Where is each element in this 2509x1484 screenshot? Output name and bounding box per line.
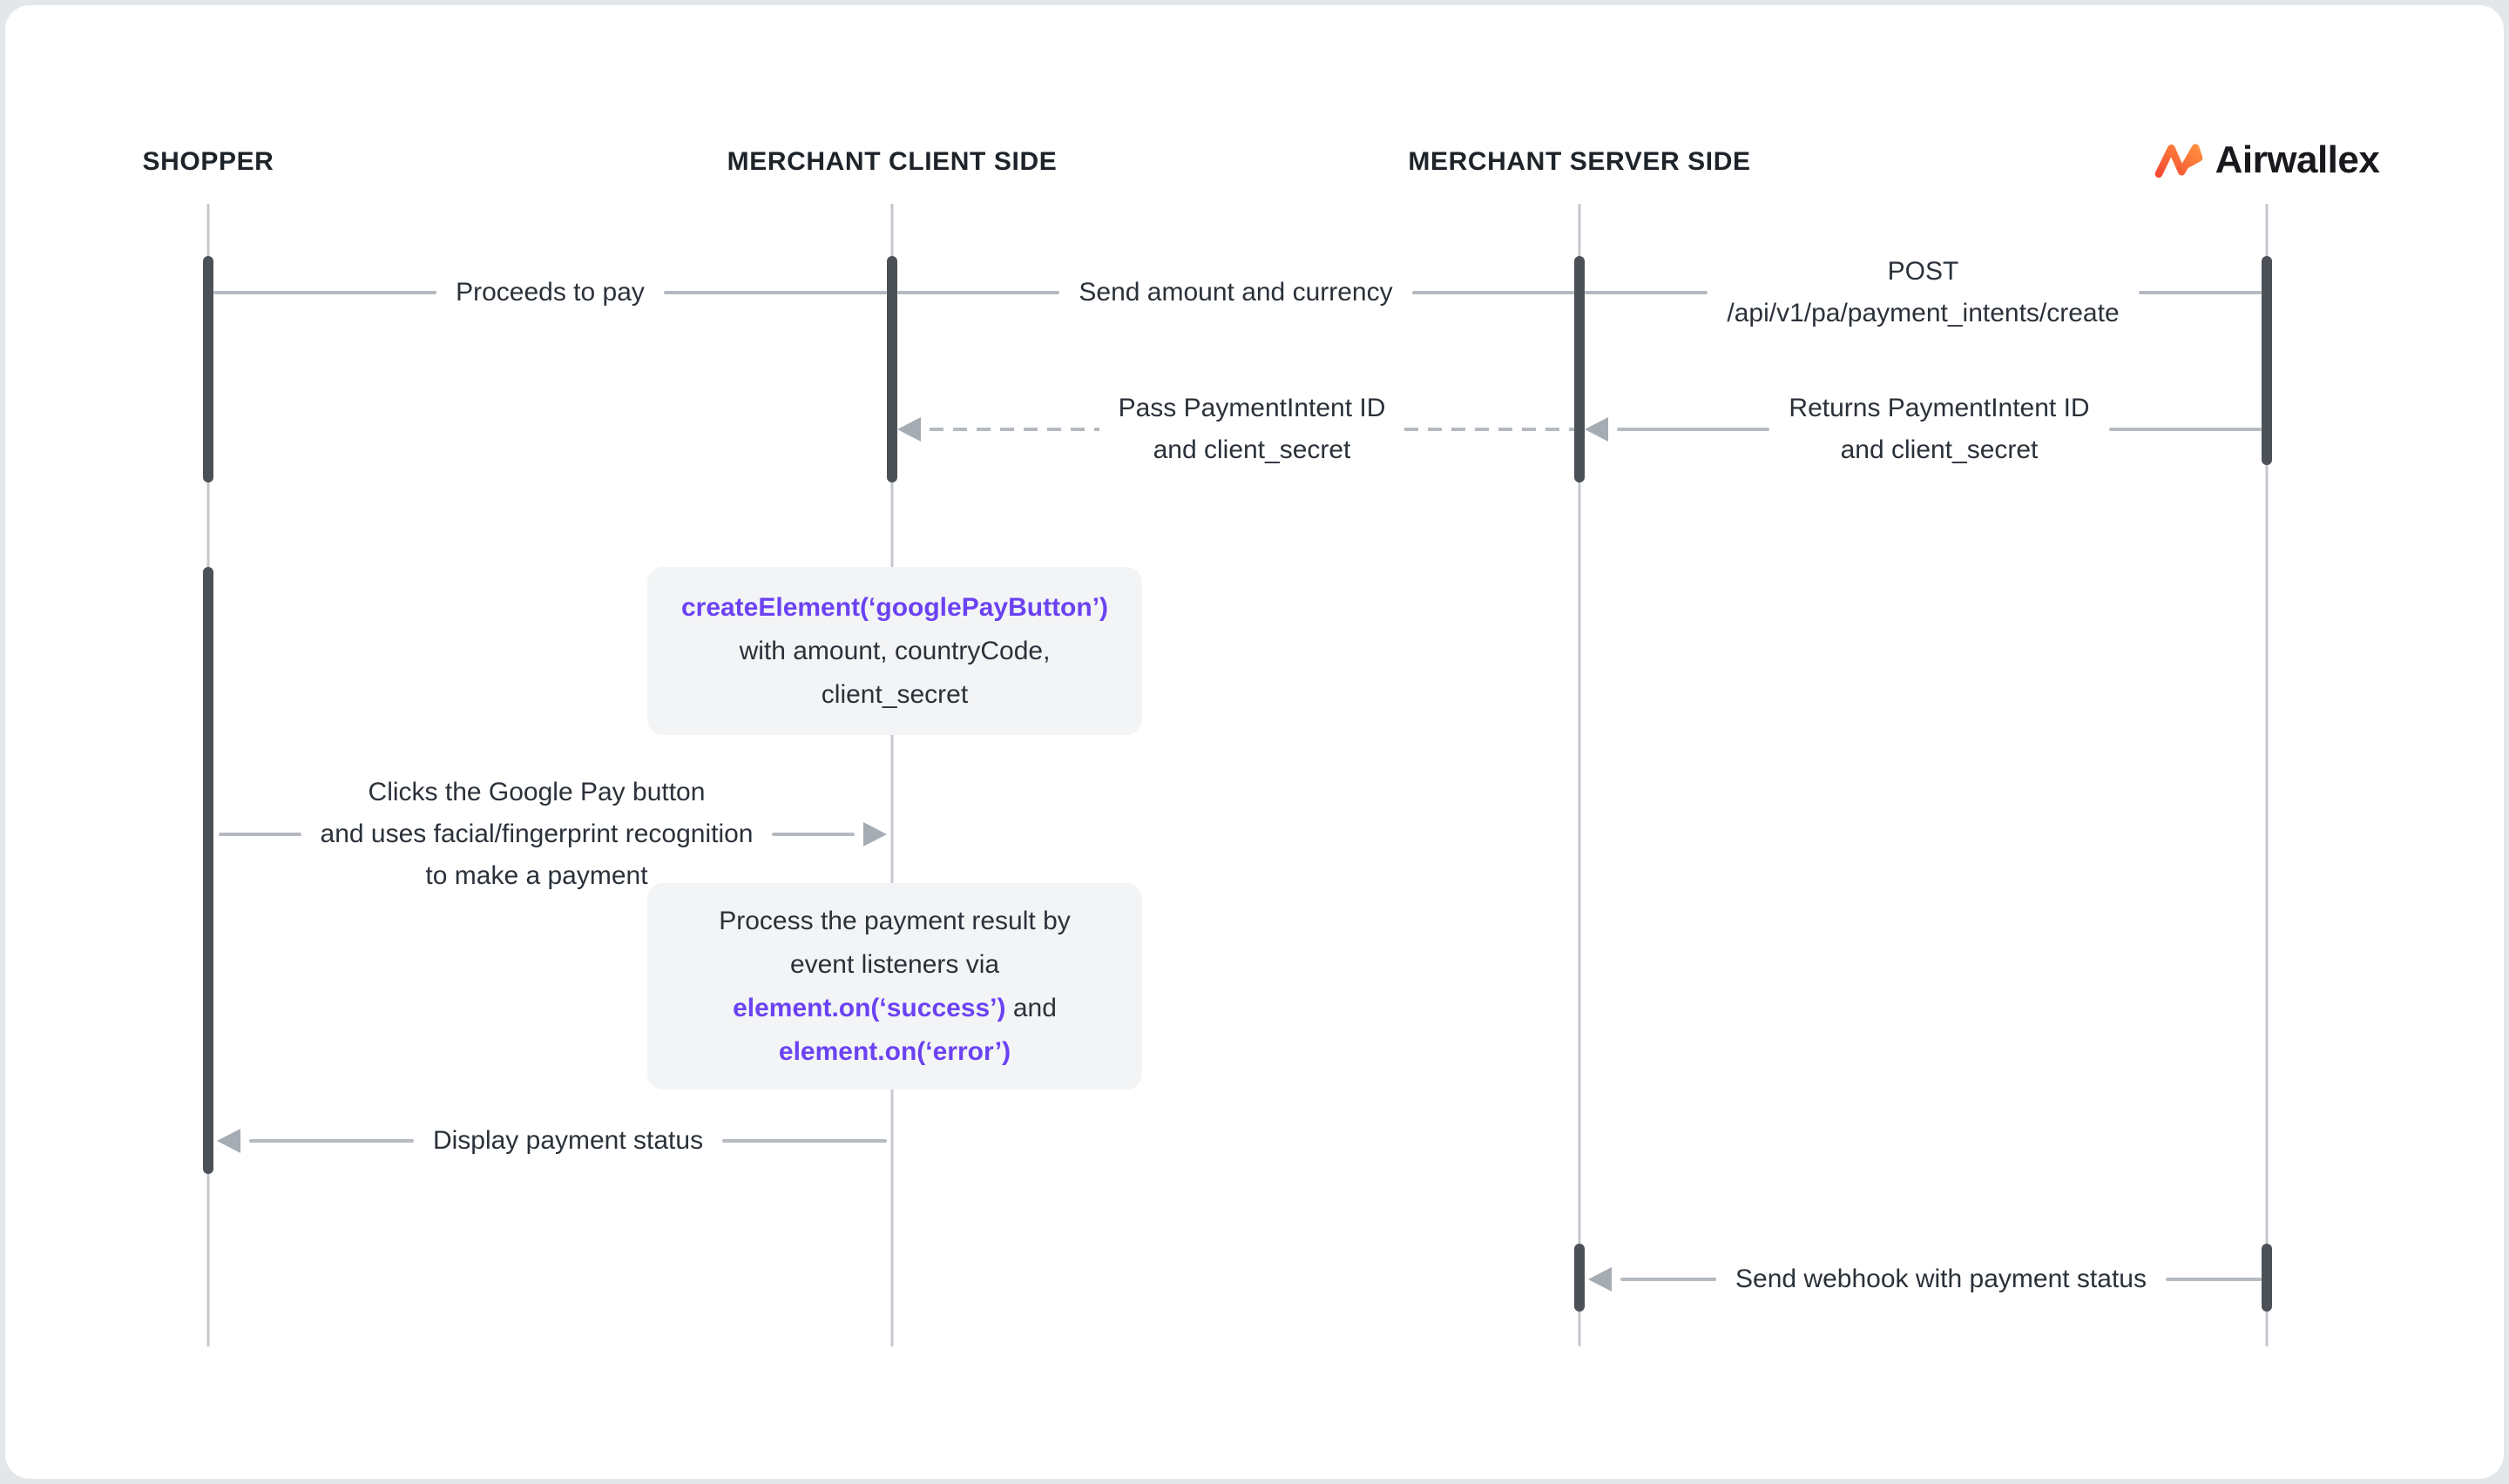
message-post-payment-intents: POST /api/v1/pa/payment_intents/create — [1585, 240, 2262, 345]
lifeline-merchant-server — [1578, 204, 1581, 1346]
message-line-1: Returns PaymentIntent ID — [1789, 394, 2090, 422]
message-line-1: POST — [1887, 257, 1959, 286]
message-returns-payment-intent: Returns PaymentIntent ID and client_secr… — [1585, 377, 2262, 482]
arrow-line — [2108, 428, 2262, 431]
message-label: Pass PaymentIntent ID and client_secret — [1119, 388, 1386, 471]
message-send-webhook: Send webhook with payment status — [1588, 1245, 2262, 1314]
diagram-card: SHOPPER MERCHANT CLIENT SIDE MERCHANT SE… — [5, 5, 2504, 1479]
message-line-2: and uses facial/fingerprint recognition — [320, 820, 754, 848]
message-line-3: to make a payment — [425, 861, 648, 890]
airwallex-logo-wordmark: Airwallex — [2215, 138, 2380, 181]
lane-header-merchant-client: MERCHANT CLIENT SIDE — [727, 147, 1058, 176]
message-pass-payment-intent: Pass PaymentIntent ID and client_secret — [897, 377, 1574, 482]
lane-header-shopper: SHOPPER — [142, 147, 274, 176]
note-create-element: createElement(‘googlePayButton’) with am… — [647, 567, 1142, 735]
message-line-2: and client_secret — [1153, 435, 1351, 464]
message-clicks-google-pay: Clicks the Google Pay button and uses fa… — [219, 765, 887, 904]
lane-header-merchant-server: MERCHANT SERVER SIDE — [1408, 147, 1751, 176]
arrow-line — [2165, 1278, 2262, 1281]
arrow-line — [249, 1139, 414, 1143]
activation-bar-shopper-2 — [203, 567, 213, 1174]
message-label: Clicks the Google Pay button and uses fa… — [321, 772, 754, 897]
note-line-3: element.on(‘success’) and — [733, 987, 1057, 1030]
activation-bar-airwallex-1 — [2262, 256, 2272, 465]
activation-bar-airwallex-2 — [2262, 1244, 2272, 1312]
arrow-line — [1585, 291, 1708, 294]
arrow-line — [897, 291, 1060, 294]
lifeline-merchant-client — [890, 204, 894, 1346]
code-element-on-error: element.on(‘error’) — [778, 1036, 1011, 1066]
note-line-2: event listeners via — [789, 949, 1000, 979]
arrow-line-dashed — [1404, 428, 1574, 431]
arrowhead-right-icon — [863, 822, 887, 847]
note-process-result: Process the payment result by event list… — [647, 883, 1142, 1089]
arrowhead-left-icon — [1588, 1267, 1612, 1292]
message-label: Returns PaymentIntent ID and client_secr… — [1789, 388, 2089, 471]
message-label: POST /api/v1/pa/payment_intents/create — [1727, 251, 2119, 334]
note-line-2: with amount, countryCode, — [739, 636, 1051, 665]
code-create-element: createElement(‘googlePayButton’) — [680, 592, 1109, 622]
note-line-1: Process the payment result by — [719, 906, 1071, 935]
arrow-line — [663, 291, 888, 294]
message-line-1: Clicks the Google Pay button — [368, 778, 706, 806]
lifeline-airwallex — [2265, 204, 2269, 1346]
message-line-1: Pass PaymentIntent ID — [1118, 394, 1386, 422]
arrow-line — [219, 833, 301, 836]
note-line-3-suffix: and — [1012, 993, 1057, 1022]
airwallex-logo-icon — [2154, 138, 2205, 183]
arrow-line — [1617, 428, 1770, 431]
message-line-2: and client_secret — [1840, 435, 2039, 464]
arrow-line — [213, 291, 437, 294]
message-display-payment-status: Display payment status — [217, 1106, 888, 1176]
arrowhead-left-icon — [1585, 417, 1608, 442]
sequence-diagram: SHOPPER MERCHANT CLIENT SIDE MERCHANT SE… — [5, 5, 2504, 1479]
message-proceeds-to-pay: Proceeds to pay — [213, 258, 888, 327]
airwallex-logo: Airwallex — [2154, 138, 2380, 183]
arrow-line-dashed — [930, 428, 1099, 431]
activation-bar-shopper-1 — [203, 256, 213, 482]
message-label: Send amount and currency — [1079, 278, 1393, 307]
arrowhead-left-icon — [897, 417, 921, 442]
activation-bar-server-2 — [1574, 1244, 1585, 1312]
arrow-line — [1620, 1278, 1717, 1281]
arrow-line — [772, 833, 855, 836]
message-send-amount-currency: Send amount and currency — [897, 258, 1575, 327]
activation-bar-client-1 — [887, 256, 897, 482]
arrow-line — [722, 1139, 888, 1143]
note-line-3: client_secret — [821, 679, 969, 709]
message-line-2: /api/v1/pa/payment_intents/create — [1727, 299, 2120, 327]
message-label: Proceeds to pay — [456, 278, 645, 307]
activation-bar-server-1 — [1574, 256, 1585, 482]
code-element-on-success: element.on(‘success’) — [733, 993, 1006, 1022]
message-label: Send webhook with payment status — [1735, 1265, 2147, 1293]
arrow-line — [1411, 291, 1575, 294]
arrow-line — [2138, 291, 2262, 294]
message-label: Display payment status — [432, 1126, 704, 1155]
arrowhead-left-icon — [217, 1129, 240, 1153]
